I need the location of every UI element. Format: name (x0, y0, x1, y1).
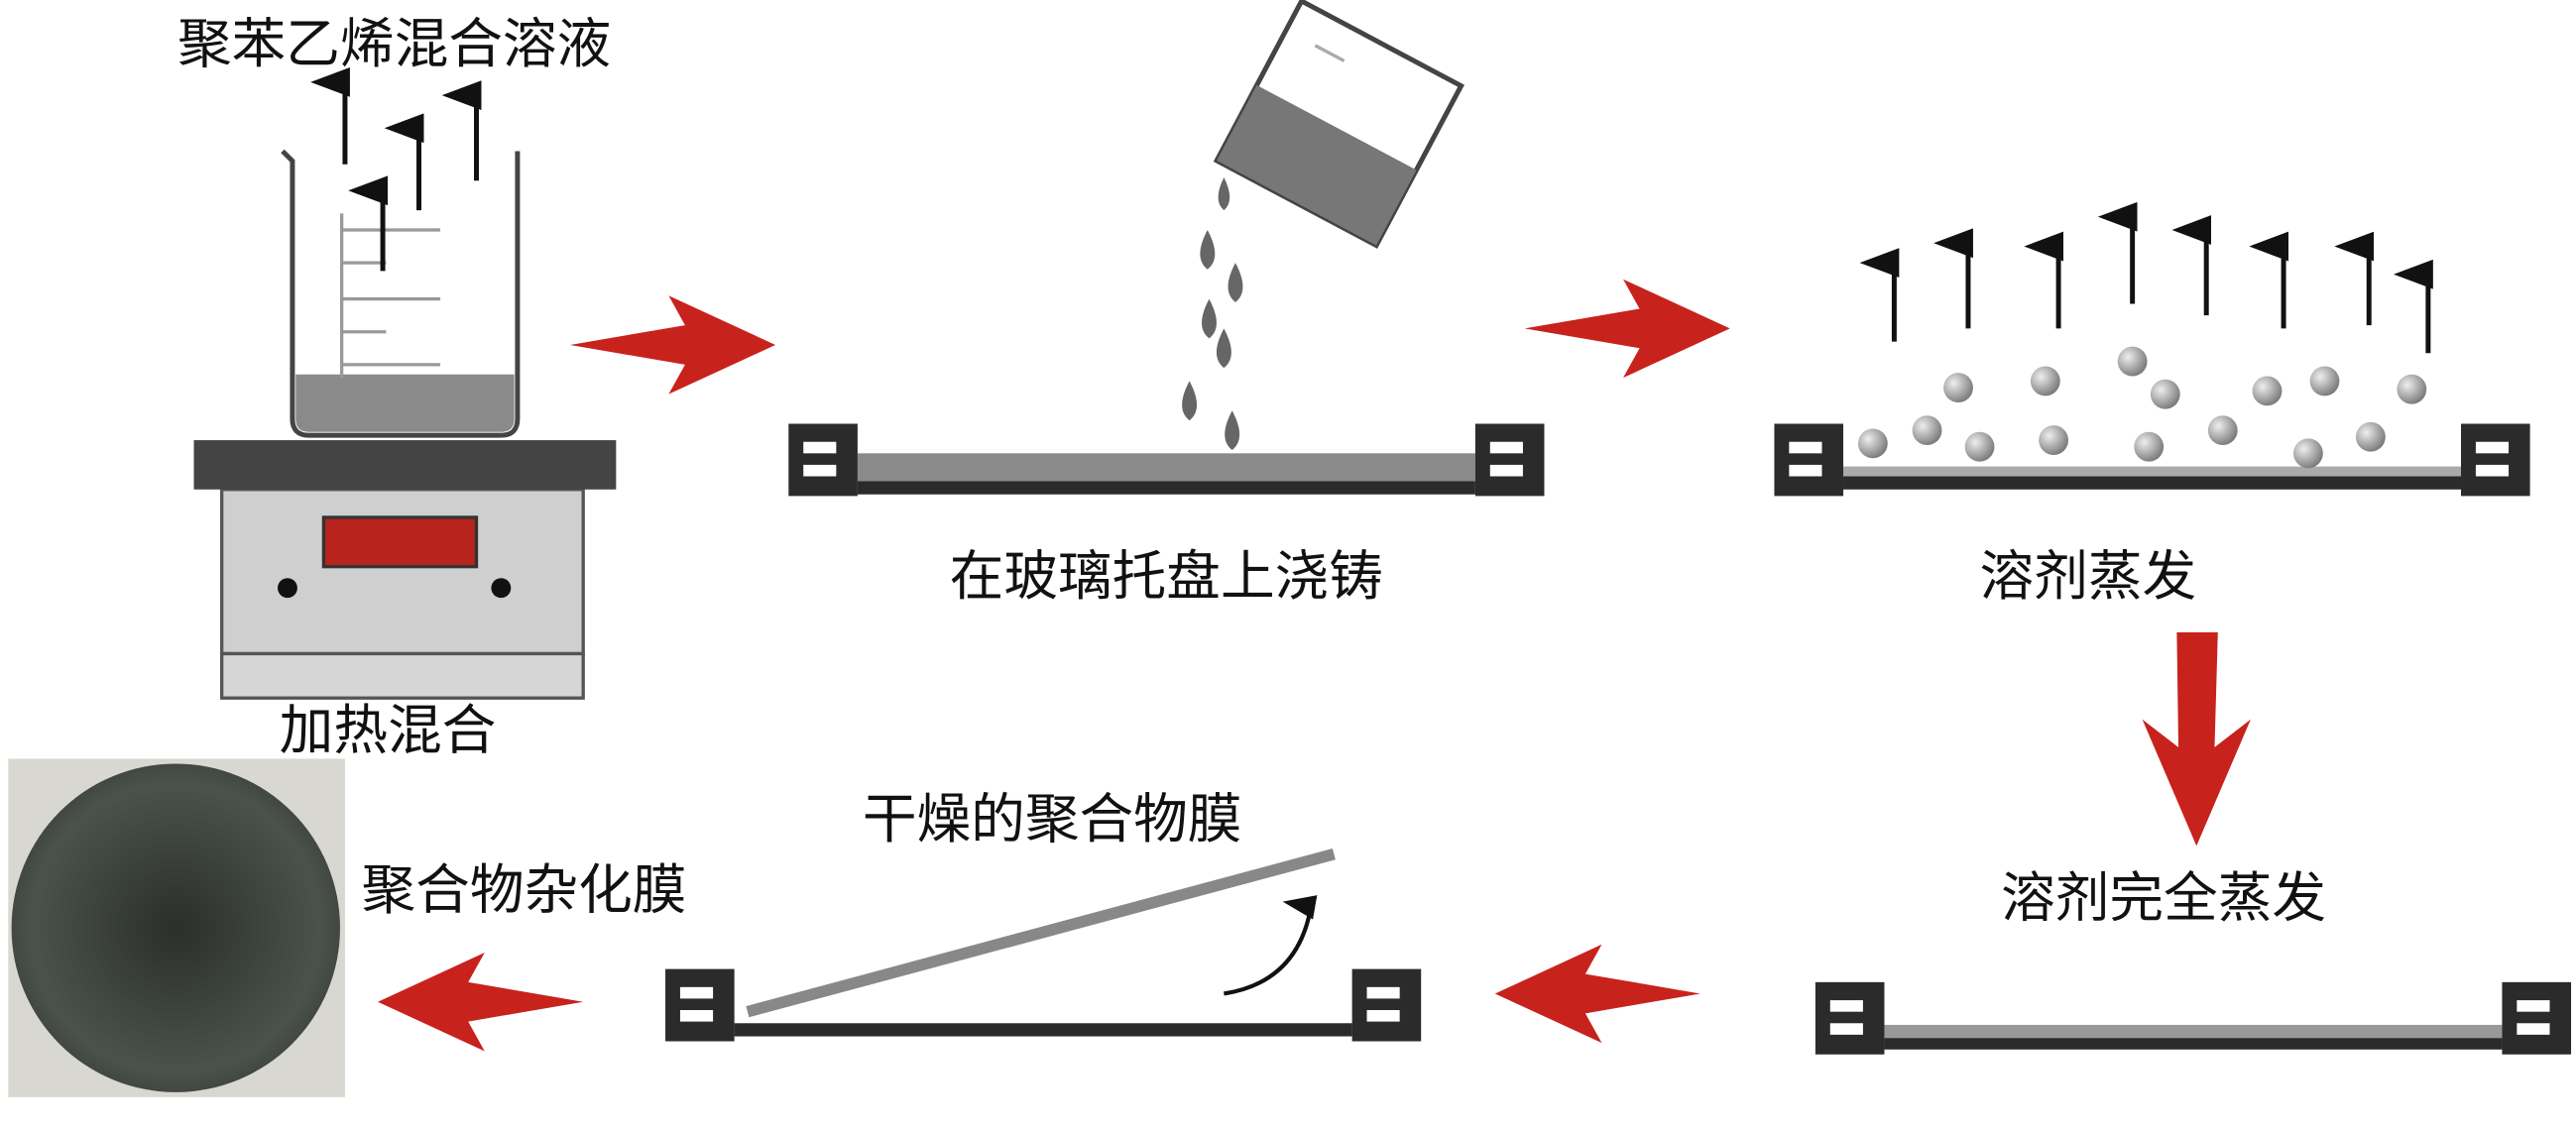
display-panel (321, 515, 479, 569)
flow-arrow-left-1 (1494, 944, 1700, 1044)
label-cast: 在玻璃托盘上浇铸 (950, 544, 1383, 608)
drops (1182, 176, 1243, 451)
label-evaporate: 溶剂蒸发 (1980, 544, 2197, 608)
flow-arrow-down (2142, 631, 2251, 847)
label-hybrid-film: 聚合物杂化膜 (362, 857, 687, 921)
casting-tray (788, 0, 1545, 497)
label-heat-mix: 加热混合 (280, 699, 497, 762)
hot-plate-with-beaker (193, 66, 617, 700)
evaporation-tray (1774, 201, 2530, 497)
empty-tray (1815, 981, 2572, 1055)
peeled-film (746, 848, 1336, 1018)
dried-film-tray (665, 848, 1422, 1042)
flow-arrow-right-2 (1524, 279, 1730, 379)
pouring-beaker-icon (1213, 0, 1464, 249)
label-full-evaporate: 溶剂完全蒸发 (2001, 866, 2326, 930)
solvent-molecules (1857, 346, 2427, 469)
label-dried-film: 干燥的聚合物膜 (863, 787, 1242, 850)
flow-arrow-left-2 (378, 953, 584, 1052)
vapor-arrows (1859, 201, 2433, 354)
flow-arrow-right-1 (569, 295, 776, 395)
label-solution: 聚苯乙烯混合溶液 (177, 12, 611, 75)
hybrid-film-photo (8, 758, 345, 1097)
curved-arrow-icon (1224, 895, 1318, 996)
vapor-arrows (310, 66, 482, 272)
